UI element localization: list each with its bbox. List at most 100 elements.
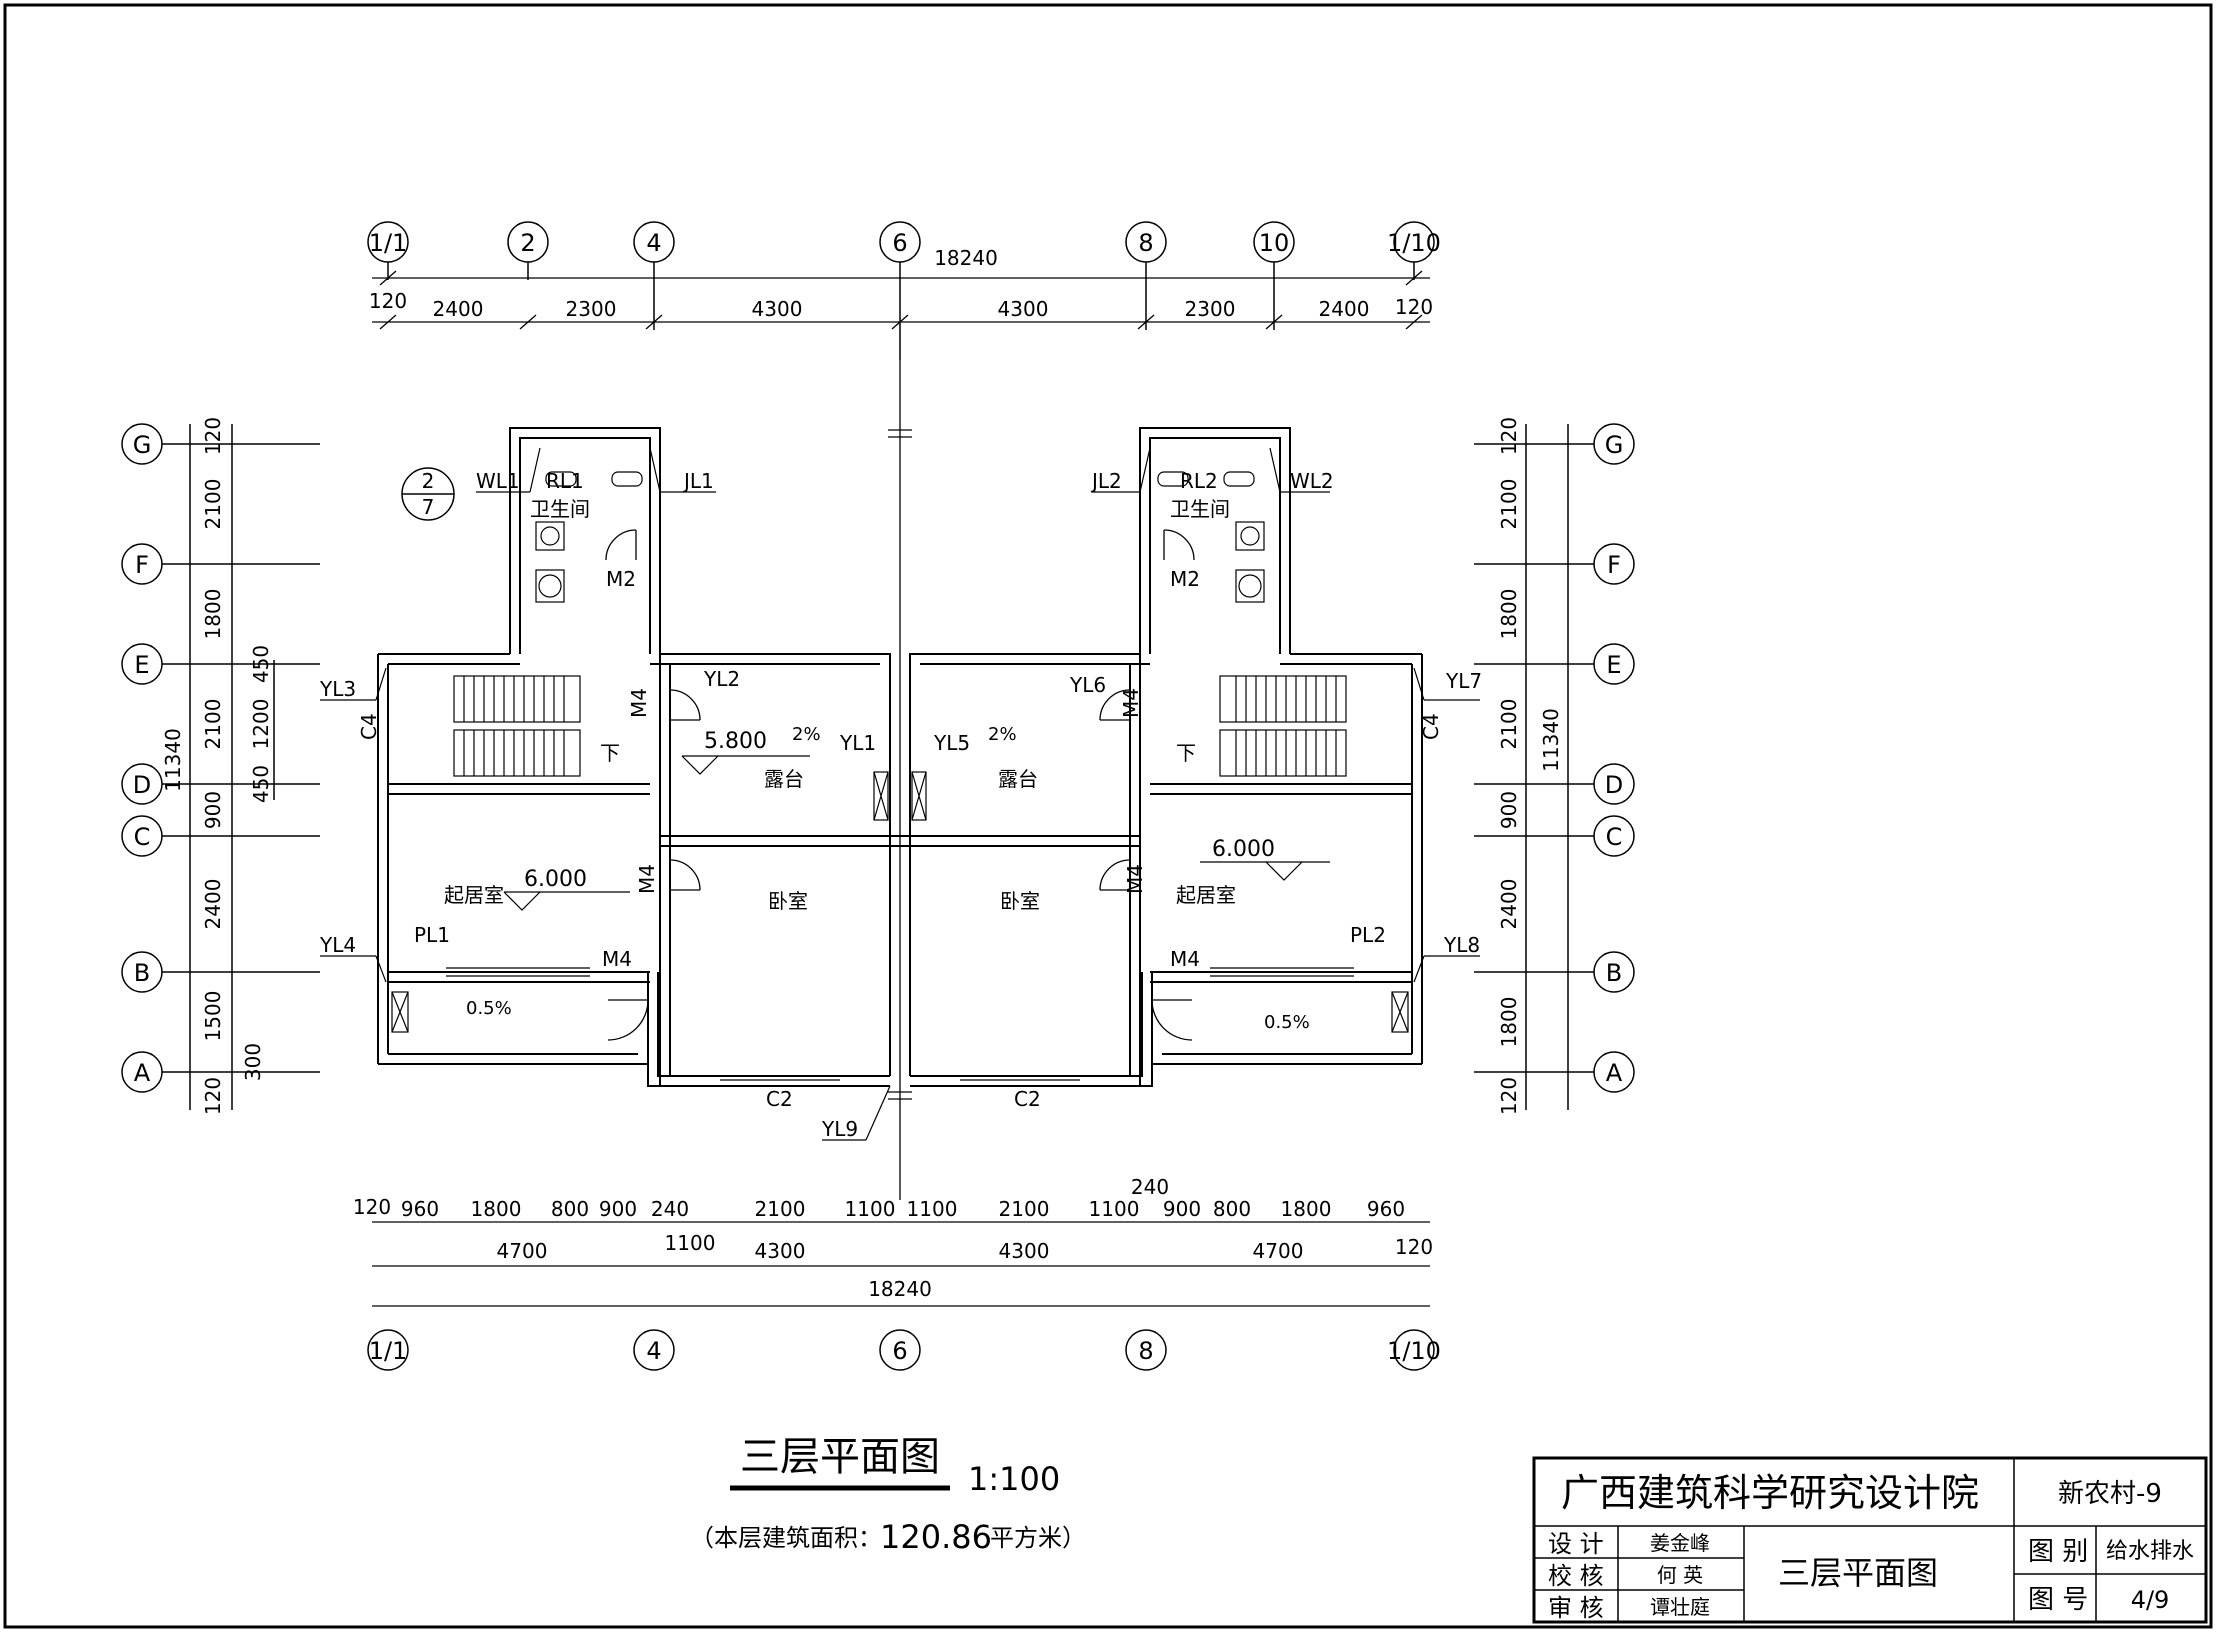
top-axis-4: 4 <box>646 229 661 257</box>
label-c2-left: C2 <box>766 1087 793 1111</box>
left-axis-a: A <box>134 1059 151 1087</box>
right-axis-c: C <box>1606 823 1623 851</box>
bottom-dim: 900 <box>599 1197 637 1221</box>
right-dim: 1800 <box>1497 997 1521 1048</box>
label-wl1: WL1 <box>476 469 520 493</box>
walls <box>377 427 1423 1087</box>
bottom-dim: 800 <box>551 1197 589 1221</box>
label-m2-left: M2 <box>606 567 636 591</box>
bathroom-fixtures <box>535 471 1265 603</box>
break-marks <box>888 429 912 1100</box>
top-axis-markers <box>367 221 1435 360</box>
left-dim: 1800 <box>201 589 225 640</box>
leader-lines <box>320 447 1480 1141</box>
windows <box>446 967 1354 1081</box>
left-dim: 2400 <box>201 879 225 930</box>
left-dim: 120 <box>201 1077 225 1115</box>
left-axis-d: D <box>133 771 151 799</box>
stairs <box>453 675 1347 777</box>
bottom-dim-row2: 4700 <box>1253 1239 1304 1263</box>
top-axis-6: 6 <box>892 229 907 257</box>
detail-callout-bottom: 7 <box>422 495 435 519</box>
slope-terrace-left: 2% <box>792 724 821 745</box>
label-yl5: YL5 <box>933 731 970 755</box>
left-dim: 1500 <box>201 991 225 1042</box>
left-dim: 2100 <box>201 699 225 750</box>
left-axis-g: G <box>133 431 152 459</box>
elevation-living-right: 6.000 <box>1212 837 1275 862</box>
level-triangles <box>503 755 1330 911</box>
label-yl8: YL8 <box>1443 933 1480 957</box>
top-axis-1-10: 1/10 <box>1387 229 1441 257</box>
bottom-dim-row2: 4700 <box>497 1239 548 1263</box>
area-note: （本层建筑面积： <box>690 1524 882 1552</box>
category-label: 图 别 <box>2028 1537 2088 1567</box>
left-axis-c: C <box>134 823 151 851</box>
room-bathroom-left: 卫生间 <box>530 497 590 521</box>
level-markers: 5.800 6.000 6.000 2% 2% 0.5% 0.5% <box>466 724 1310 1033</box>
room-terrace-right: 露台 <box>998 767 1038 791</box>
top-dim: 4300 <box>752 297 803 321</box>
area-value: 120.86 <box>880 1518 992 1556</box>
right-axis-g: G <box>1605 431 1624 459</box>
label-m4-left-upper: M4 <box>627 688 651 718</box>
label-yl3: YL3 <box>319 677 356 701</box>
label-m4-right-lower: M4 <box>1123 864 1147 894</box>
right-axis-d: D <box>1605 771 1623 799</box>
stair-down-right: 下 <box>1176 741 1196 765</box>
left-dim: 120 <box>201 417 225 455</box>
bottom-dim: 1800 <box>1281 1197 1332 1221</box>
bottom-dim: 240 <box>651 1197 689 1221</box>
bottom-axis-4: 4 <box>646 1337 661 1365</box>
right-dim: 2100 <box>1497 479 1521 530</box>
bottom-dim: 800 <box>1213 1197 1251 1221</box>
label-jl1: JL1 <box>682 469 714 493</box>
top-axis-2: 2 <box>520 229 535 257</box>
top-dim: 120 <box>369 289 407 313</box>
left-inner-dim: 450 <box>249 645 273 683</box>
bottom-dim: 120 <box>353 1195 391 1219</box>
bottom-dim: 1100 <box>845 1197 896 1221</box>
right-dim: 900 <box>1497 791 1521 829</box>
label-pl1: PL1 <box>414 923 450 947</box>
room-bedroom-left: 卧室 <box>768 889 808 913</box>
label-rl1: RL1 <box>546 469 584 493</box>
label-wl2: WL2 <box>1290 469 1334 493</box>
label-c2-right: C2 <box>1014 1087 1041 1111</box>
top-axis-1-1: 1/1 <box>369 229 408 257</box>
door-swings <box>605 529 1195 1041</box>
right-axis-f: F <box>1607 551 1621 579</box>
left-inner-dim: 450 <box>249 765 273 803</box>
bottom-dim-row2: 120 <box>1395 1235 1433 1259</box>
label-pl2: PL2 <box>1350 923 1386 947</box>
label-m4: M4 <box>1170 947 1200 971</box>
bottom-dimension-lines <box>372 1221 1430 1307</box>
slope-balcony-right: 0.5% <box>1264 1012 1310 1033</box>
top-dim: 2400 <box>433 297 484 321</box>
left-axis-markers <box>121 423 320 1110</box>
bottom-dim: 1800 <box>471 1197 522 1221</box>
top-dim: 4300 <box>998 297 1049 321</box>
top-axis-10: 10 <box>1259 229 1290 257</box>
bottom-dim-extra: 240 <box>1131 1175 1169 1199</box>
label-yl6: YL6 <box>1069 673 1106 697</box>
left-dim: 300 <box>241 1043 265 1081</box>
detail-callout-top: 2 <box>422 469 435 493</box>
project-code: 新农村-9 <box>2058 1479 2162 1509</box>
area-unit: 平方米） <box>990 1524 1086 1552</box>
left-inner-dim: 1200 <box>249 699 273 750</box>
label-yl2: YL2 <box>703 667 740 691</box>
bottom-axis-1-10: 1/10 <box>1387 1337 1441 1365</box>
detail-callout <box>401 467 455 521</box>
right-axis-markers <box>1474 423 1635 1110</box>
label-m4-left-lower: M4 <box>635 864 659 894</box>
bottom-total-dimension: 18240 <box>868 1277 932 1301</box>
title-block <box>1532 1456 2208 1624</box>
number-label: 图 号 <box>2028 1585 2088 1615</box>
drawing-scale: 1:100 <box>968 1460 1060 1498</box>
right-dim: 1800 <box>1497 589 1521 640</box>
design-name: 姜金峰 <box>1650 1531 1710 1555</box>
room-living-left: 起居室 <box>444 883 504 907</box>
right-axis-e: E <box>1606 651 1621 679</box>
